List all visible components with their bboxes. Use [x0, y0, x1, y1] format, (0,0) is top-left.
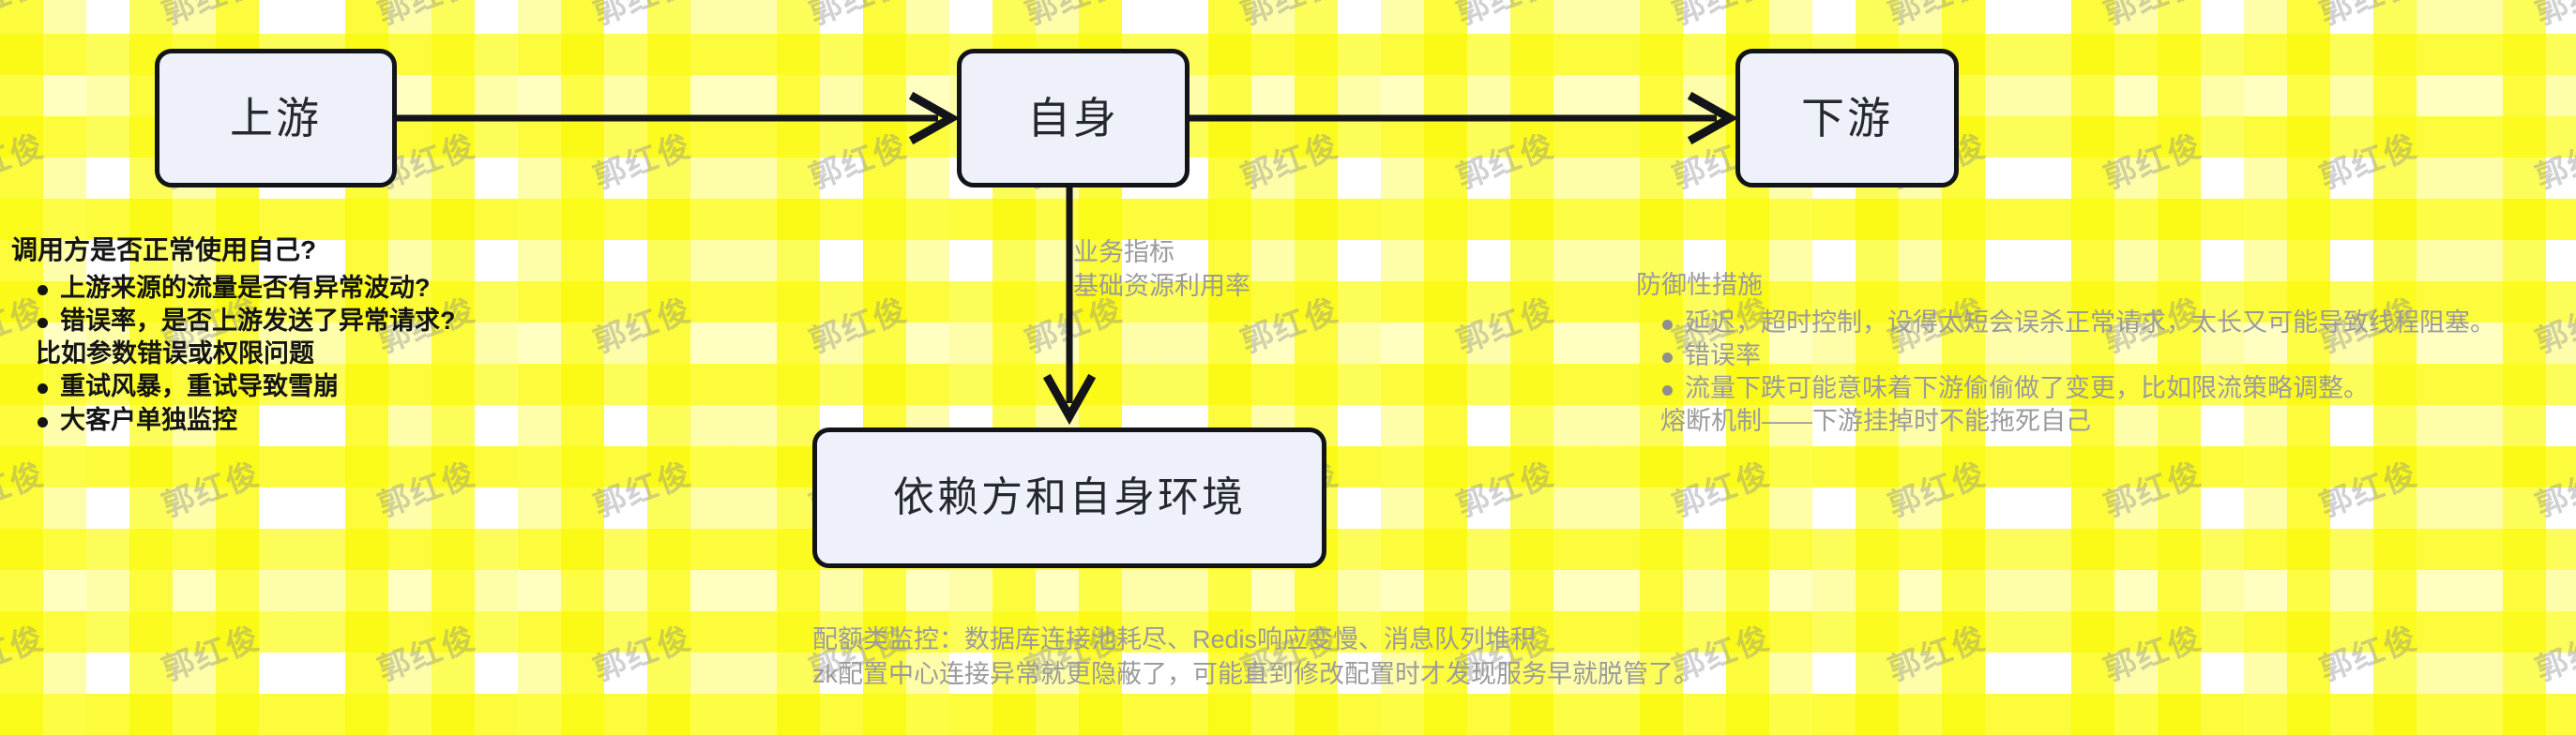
node-dependencies-label: 依赖方和自身环境 [893, 474, 1246, 520]
arrowhead-self-to-dependencies [1042, 373, 1097, 426]
bottom-note: 配额类监控：数据库连接池耗尽、Redis响应变慢、消息队列堆积 zk配置中心连接… [812, 622, 1699, 691]
bottom-note-line1: 配额类监控：数据库连接池耗尽、Redis响应变慢、消息队列堆积 [812, 625, 1537, 653]
left-block-list: 上游来源的流量是否有异常波动?错误率，是否上游发送了异常请求?比如参数错误或权限… [11, 272, 456, 436]
node-downstream[interactable]: 下游 [1735, 49, 1959, 188]
right-block-heading: 防御性措施 [1636, 271, 1763, 299]
right-block-item: 错误率 [1636, 339, 2495, 372]
node-dependencies[interactable]: 依赖方和自身环境 [812, 428, 1326, 568]
right-block-item: 延迟，超时控制，设得太短会误杀正常请求，太长又可能导致线程阻塞。 [1636, 307, 2495, 339]
node-downstream-label: 下游 [1801, 94, 1893, 142]
right-block-list: 延迟，超时控制，设得太短会误杀正常请求，太长又可能导致线程阻塞。错误率流量下跌可… [1636, 307, 2495, 438]
node-upstream-label: 上游 [230, 94, 322, 142]
left-annotation-block: 调用方是否正常使用自己? 上游来源的流量是否有异常波动?错误率，是否上游发送了异… [11, 234, 456, 437]
mid-metrics-labels: 业务指标 基础资源利用率 [1073, 236, 1250, 303]
mid-metrics-line1: 业务指标 [1073, 238, 1174, 266]
bottom-note-line2: zk配置中心连接异常就更隐蔽了，可能直到修改配置时才发现服务早就脱管了。 [812, 659, 1699, 688]
left-block-item: 错误率，是否上游发送了异常请求? [11, 305, 456, 338]
left-block-item: 大客户单独监控 [11, 404, 456, 437]
left-block-heading: 调用方是否正常使用自己? [11, 235, 317, 264]
right-block-item: 流量下跌可能意味着下游偷偷做了变更，比如限流策略调整。 [1636, 372, 2495, 405]
left-block-item: 比如参数错误或权限问题 [36, 339, 314, 368]
left-block-item: 重试风暴，重试导致雪崩 [11, 370, 456, 403]
left-block-item: 上游来源的流量是否有异常波动? [11, 272, 456, 305]
arrowhead-upstream-to-self [908, 91, 961, 145]
node-self-label: 自身 [1027, 94, 1119, 142]
node-self[interactable]: 自身 [957, 49, 1190, 188]
node-upstream[interactable]: 上游 [155, 49, 397, 188]
mid-metrics-line2: 基础资源利用率 [1073, 271, 1250, 300]
right-annotation-block: 防御性措施 延迟，超时控制，设得太短会误杀正常请求，太长又可能导致线程阻塞。错误… [1636, 270, 2495, 438]
arrowhead-self-to-downstream [1687, 91, 1739, 145]
right-block-item: 熔断机制——下游挂掉时不能拖死自己 [1660, 407, 2091, 436]
